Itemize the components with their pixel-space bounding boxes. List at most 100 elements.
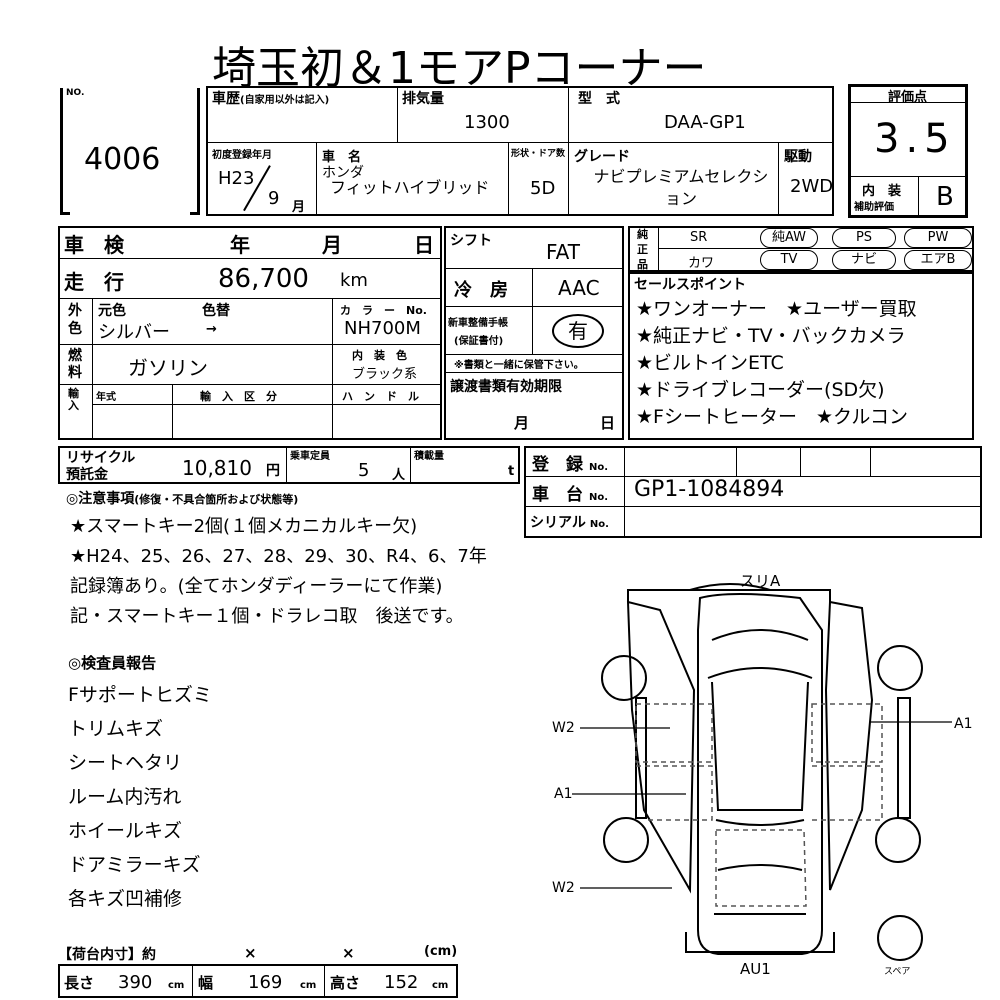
equip-sr: SR [690,230,708,245]
displacement-value: 1300 [464,112,510,133]
sales-point: ★ワンオーナー ★ユーザー買取 [636,298,917,320]
model-code: DAA-GP1 [664,112,746,133]
doors-value: 5D [530,178,556,199]
equip-pw: PW [904,228,972,248]
fuel-value: ガソリン [128,356,208,380]
capacity-unit: 人 [392,468,406,483]
car-damage-diagram [572,583,952,961]
cargo-width-label: 幅 [198,974,214,992]
note-line: ★スマートキー2個(１個メカニカルキー欠) [70,516,418,537]
header-grid [206,86,834,216]
shift-block [444,226,624,440]
inspector-line: 各キズ凹補修 [68,888,183,910]
cargo-length-unit: cm [168,980,185,991]
note-line: 記録簿あり。(全てホンダディーラーにて作業) [70,576,443,597]
mileage-label: 走 行 [64,270,124,294]
grade-label: グレード [574,149,630,165]
first-reg-month: 9 [268,188,280,209]
shaken-label: 車 検 [64,233,124,257]
diagram-label-left-front: W2 [552,720,575,736]
inspection-block [58,226,442,440]
capacity-label: 乗車定員 [290,451,330,462]
inspector-label: ◎検査員報告 [68,654,157,672]
import-class-label: 輸 入 区 分 [200,390,277,403]
sales-point: ★ビルトインETC [636,352,784,374]
recycle-block [58,446,520,484]
interior-label: 内 装 [862,184,902,199]
import-year-label: 年式 [96,392,116,403]
manual-sub: (保証書付) [454,336,504,347]
first-reg-month-unit: 月 [292,200,306,215]
ac-value: AAC [558,276,600,300]
inspector-line: シートヘタリ [68,752,183,774]
cargo-label: 【荷台内寸】約 [58,947,156,963]
equipment-side-2: 正 [637,243,648,256]
interior-color-label: 内 装 色 [352,349,407,362]
inspector-line: ルーム内汚れ [68,786,182,808]
grade-value: ナビプレミアムセレクション [593,167,769,208]
sales-points-label: セールスポイント [634,277,746,293]
shaken-month-unit: 月 [322,233,342,257]
recycle-label-1: リサイクル [66,450,136,466]
transfer-label: 譲渡書類有効期限 [450,379,562,395]
registration-block [524,446,982,538]
diagram-label-right-front: A1 [954,716,973,732]
inspector-line: ホイールキズ [68,820,183,842]
recycle-label-2: 預託金 [66,467,108,483]
inspector-line: トリムキズ [68,718,164,740]
shift-label: シフト [450,233,492,249]
manual-label: 新車整備手帳 [448,318,508,329]
shaken-day-unit: 日 [414,233,434,257]
inspector-line: Fサポートヒズミ [68,684,212,706]
equip-airbag: エアB [904,250,972,270]
notes-label: ◎注意事項(修復・不具合箇所および状態等) [66,491,299,507]
interior-color: ブラック系 [352,367,418,382]
history-label: 車歴(自家用以外は記入) [212,91,330,107]
sales-point: ★Fシートヒーター ★クルコン [636,406,909,428]
equipment-block [628,226,974,272]
load-unit: t [508,464,515,479]
no-label: NO. [66,88,85,98]
color-value: シルバー [98,322,170,343]
transfer-day-unit: 日 [600,414,616,432]
note-line: ★H24、25、26、27、28、29、30、R4、6、7年 [70,546,487,567]
orig-color-label: 元色 [98,303,126,319]
diagram-label-spare: スペア [884,967,911,977]
sales-point: ★ドライブレコーダー(SD欠) [636,379,885,401]
transfer-month-unit: 月 [514,414,530,432]
inspector-line: ドアミラーキズ [68,854,201,876]
score-value: 3.5 [874,116,956,162]
cargo-unit: (cm) [424,944,458,959]
recycle-yen: 円 [266,463,280,479]
cargo-width-unit: cm [300,980,317,991]
doors-label: 形状・ドア数 [511,149,566,159]
cargo-height-label: 高さ [330,974,361,992]
drive-value: 2WD [790,176,834,197]
equip-leather: カワ [688,256,715,271]
equip-tv: TV [760,250,818,270]
handle-label: ハ ン ド ル [342,390,419,403]
cargo-box [58,964,458,998]
note-line: 記・スマートキー１個・ドラレコ取 後送です。 [70,606,464,627]
diagram-label-bottom: AU1 [740,960,771,978]
mileage-value: 86,700 [218,264,309,294]
car-name: フィットハイブリッド [330,178,490,197]
cargo-height: 152 [384,972,419,993]
diagram-label-left-rear: W2 [552,880,575,896]
drive-label: 駆動 [784,149,812,165]
diagram-label-top: スリA [740,572,781,590]
shift-value: FAT [546,240,581,264]
sales-points-list: ★ワンオーナー ★ユーザー買取 ★純正ナビ・TV・バックカメラ ★ビルトインET… [636,294,917,429]
sales-point: ★純正ナビ・TV・バックカメラ [636,325,906,347]
car-name-label: 車 名 [322,150,362,165]
cargo-width: 169 [248,972,283,993]
equip-navi: ナビ [832,250,896,270]
equipment-side-1: 純 [637,228,648,241]
notes-list: ★スマートキー2個(１個メカニカルキー欠) ★H24、25、26、27、28、2… [70,512,487,632]
color-no: NH700M [344,318,421,339]
fuel-side-label: 燃料 [68,348,82,381]
capacity-value: 5 [358,460,370,481]
import-side-label: 輸入 [68,387,79,412]
cargo-x-2: × [342,944,355,962]
